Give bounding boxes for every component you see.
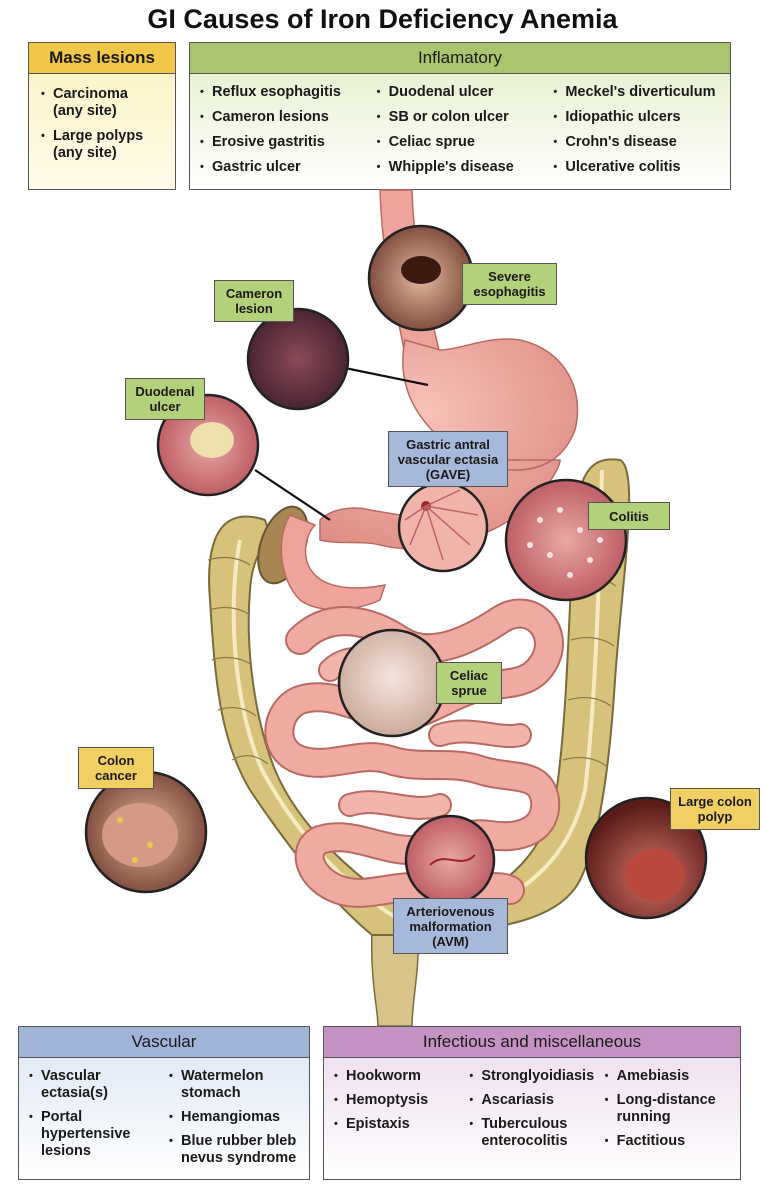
large-colon-polyp-label: Large colon polyp <box>670 788 760 830</box>
list-item: Factitious <box>605 1133 740 1150</box>
list-item: Erosive gastritis <box>200 134 377 151</box>
celiac-sprue-view <box>337 628 447 738</box>
vascular-col-2: Watermelon stomach Hemangiomas Blue rubb… <box>169 1068 309 1174</box>
list-item: Blue rubber bleb nevus syndrome <box>169 1133 309 1167</box>
celiac-sprue-label: Celiac sprue <box>436 662 502 704</box>
colitis-view <box>504 478 628 602</box>
inflammatory-col-3: Meckel's diverticulum Idiopathic ulcers … <box>553 84 730 184</box>
cameron-lesion-view <box>246 307 350 411</box>
duodenal-ulcer-label: Duodenal ulcer <box>125 378 205 420</box>
leader-lines <box>254 366 429 521</box>
avm-label: Arteriovenous malformation (AVM) <box>393 898 508 954</box>
duodenum-shape <box>280 514 387 611</box>
severe-esophagitis-label: Severe esophagitis <box>462 263 557 305</box>
list-item: Celiac sprue <box>377 134 554 151</box>
small-intestine <box>264 598 564 908</box>
list-item: Hemangiomas <box>169 1109 309 1126</box>
list-item: Reflux esophagitis <box>200 84 377 101</box>
colon-cancer-label: Colon cancer <box>78 747 154 789</box>
list-item: Stronglyoidiasis <box>469 1068 604 1085</box>
inflammatory-col-1: Reflux esophagitis Cameron lesions Erosi… <box>200 84 377 184</box>
list-item: Carcinoma (any site) <box>41 86 167 120</box>
mass-lesions-list: Carcinoma (any site) Large polyps (any s… <box>29 74 175 162</box>
list-item: Vascular ectasia(s) <box>29 1068 169 1102</box>
cameron-lesion-label: Cameron lesion <box>214 280 294 322</box>
list-item: Idiopathic ulcers <box>553 109 730 126</box>
list-item: Hookworm <box>334 1068 469 1085</box>
vascular-box: Vascular Vascular ectasia(s) Portal hype… <box>18 1026 310 1180</box>
view-details <box>102 256 685 901</box>
page-title: GI Causes of Iron Deficiency Anemia <box>147 4 618 34</box>
list-item: Portal hypertensive lesions <box>29 1109 169 1160</box>
inflammatory-col-2: Duodenal ulcer SB or colon ulcer Celiac … <box>377 84 554 184</box>
infectious-col-1: Hookworm Hemoptysis Epistaxis <box>334 1068 469 1157</box>
list-item: Duodenal ulcer <box>377 84 554 101</box>
list-item: Tuberculous enterocolitis <box>469 1116 604 1150</box>
list-item: Amebiasis <box>605 1068 740 1085</box>
list-item: Ascariasis <box>469 1092 604 1109</box>
infectious-col-2: Stronglyoidiasis Ascariasis Tuberculous … <box>469 1068 604 1157</box>
inflammatory-box: Inflamatory Reflux esophagitis Cameron l… <box>189 42 731 190</box>
infectious-box: Infectious and miscellaneous Hookworm He… <box>323 1026 741 1180</box>
list-item: Epistaxis <box>334 1116 469 1133</box>
inflammatory-header: Inflamatory <box>190 43 730 74</box>
list-item: Watermelon stomach <box>169 1068 309 1102</box>
gave-label: Gastric antral vascular ectasia (GAVE) <box>388 431 508 487</box>
colitis-label: Colitis <box>588 502 670 530</box>
list-item: Whipple's disease <box>377 159 554 176</box>
list-item: Ulcerative colitis <box>553 159 730 176</box>
mass-lesions-box: Mass lesions Carcinoma (any site) Large … <box>28 42 176 190</box>
list-item: Meckel's diverticulum <box>553 84 730 101</box>
list-item: Crohn's disease <box>553 134 730 151</box>
list-item: SB or colon ulcer <box>377 109 554 126</box>
list-item: Long-distance running <box>605 1092 740 1126</box>
list-item: Large polyps (any site) <box>41 128 167 162</box>
list-item: Cameron lesions <box>200 109 377 126</box>
list-item: Hemoptysis <box>334 1092 469 1109</box>
infectious-header: Infectious and miscellaneous <box>324 1027 740 1058</box>
mass-lesions-header: Mass lesions <box>29 43 175 74</box>
vascular-header: Vascular <box>19 1027 309 1058</box>
infectious-col-3: Amebiasis Long-distance running Factitio… <box>605 1068 740 1157</box>
list-item: Gastric ulcer <box>200 159 377 176</box>
vascular-col-1: Vascular ectasia(s) Portal hypertensive … <box>29 1068 169 1174</box>
